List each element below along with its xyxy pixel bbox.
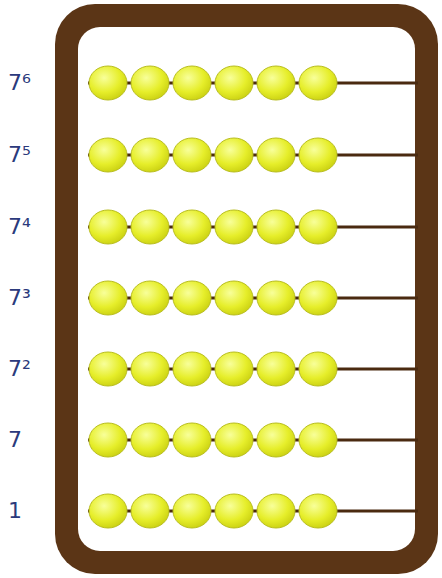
bead-row [88, 210, 418, 244]
bead-row [88, 281, 418, 315]
bead-row [88, 66, 418, 100]
bead-row [88, 423, 418, 457]
bead-row [88, 494, 418, 528]
place-value-label: 7² [8, 356, 31, 382]
bead-row [88, 138, 418, 172]
place-value-label: 7³ [8, 285, 31, 311]
place-value-label: 1 [8, 498, 22, 524]
place-value-label: 7 [8, 427, 22, 453]
place-value-label: 7⁶ [8, 70, 31, 96]
place-value-label: 7⁵ [8, 142, 31, 168]
abacus-frame [55, 4, 438, 574]
bead-row [88, 352, 418, 386]
place-value-label: 7⁴ [8, 214, 31, 240]
